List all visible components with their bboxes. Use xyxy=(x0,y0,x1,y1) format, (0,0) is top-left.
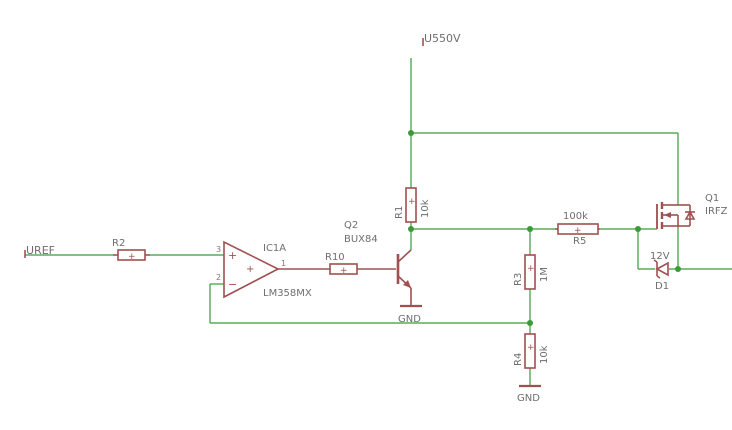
svg-text:+: + xyxy=(408,197,416,207)
uref-label: UREF xyxy=(26,244,55,257)
opamp-value: LM358MX xyxy=(263,288,312,299)
q2-emitter-arrow xyxy=(403,280,411,288)
ground-r4: GND xyxy=(517,384,541,404)
r5-name: R5 xyxy=(573,236,586,247)
r4-value: 10k xyxy=(539,345,550,364)
junction-r3 xyxy=(527,226,533,232)
r3-value: 1M xyxy=(539,267,550,282)
q1-diode-tri xyxy=(684,210,696,220)
q2-value: BUX84 xyxy=(344,234,378,245)
q1-value: IRFZ xyxy=(705,206,728,217)
svg-text:+: + xyxy=(527,264,535,274)
opamp-triangle xyxy=(223,240,280,299)
resistor-r5: + 100k R5 xyxy=(555,211,600,247)
svg-text:−: − xyxy=(228,278,237,291)
r3-body xyxy=(524,254,536,290)
d1-name: D1 xyxy=(655,281,669,292)
resistor-r1: + R1 10k xyxy=(394,187,431,223)
q1-arrow xyxy=(664,212,671,218)
supply-symbol: U550V xyxy=(422,32,461,46)
mosfet-q1: Q1 IRFZ xyxy=(656,193,728,229)
ground-q2: GND xyxy=(398,304,422,325)
opamp-ic1a: + − + 3 2 1 IC1A LM358MX xyxy=(216,240,312,299)
resistor-r10: + R10 xyxy=(295,252,396,276)
opamp-pin3: 3 xyxy=(216,245,221,254)
q1-name: Q1 xyxy=(705,193,719,204)
svg-text:+: + xyxy=(340,266,348,276)
q2-collector xyxy=(397,249,412,263)
d1-bar-hook-top xyxy=(653,259,658,263)
junctions xyxy=(408,130,681,326)
svg-text:+: + xyxy=(128,252,136,262)
gnd2-label: GND xyxy=(517,393,540,404)
junction-supply xyxy=(408,130,414,136)
opamp-pin2: 2 xyxy=(216,273,221,282)
r4-body xyxy=(524,333,536,369)
svg-text:+: + xyxy=(228,249,237,262)
uref-label-group: UREF xyxy=(24,244,55,258)
r1-body xyxy=(405,187,417,223)
resistor-r2: + R2 xyxy=(112,238,150,262)
d1-value: 12V xyxy=(650,251,670,262)
junction-source xyxy=(675,266,681,272)
junction-feedback xyxy=(527,320,533,326)
d1-triangle xyxy=(655,261,669,277)
junction-collector xyxy=(408,226,414,232)
transistor-q2: Q2 BUX84 xyxy=(344,220,412,306)
d1-bar-hook-bot xyxy=(656,275,661,279)
svg-text:+: + xyxy=(527,343,535,353)
svg-text:+: + xyxy=(574,226,582,236)
supply-label: U550V xyxy=(424,32,461,45)
gnd1-label: GND xyxy=(398,314,421,325)
r1-name: R1 xyxy=(394,206,405,219)
r4-name: R4 xyxy=(513,353,524,366)
wires xyxy=(25,58,732,386)
r5-value: 100k xyxy=(563,211,588,222)
resistor-r3: + R3 1M xyxy=(513,254,550,290)
r10-name: R10 xyxy=(325,252,345,263)
r2-name: R2 xyxy=(112,238,125,249)
junction-gate xyxy=(635,226,641,232)
q2-name: Q2 xyxy=(344,220,358,231)
zener-d1: 12V D1 xyxy=(650,251,670,292)
r3-name: R3 xyxy=(513,273,524,286)
svg-text:+: + xyxy=(246,264,254,275)
opamp-pin1: 1 xyxy=(281,259,286,268)
r1-value: 10k xyxy=(420,199,431,218)
opamp-name: IC1A xyxy=(263,243,286,254)
resistor-r4: + R4 10k xyxy=(513,333,550,369)
